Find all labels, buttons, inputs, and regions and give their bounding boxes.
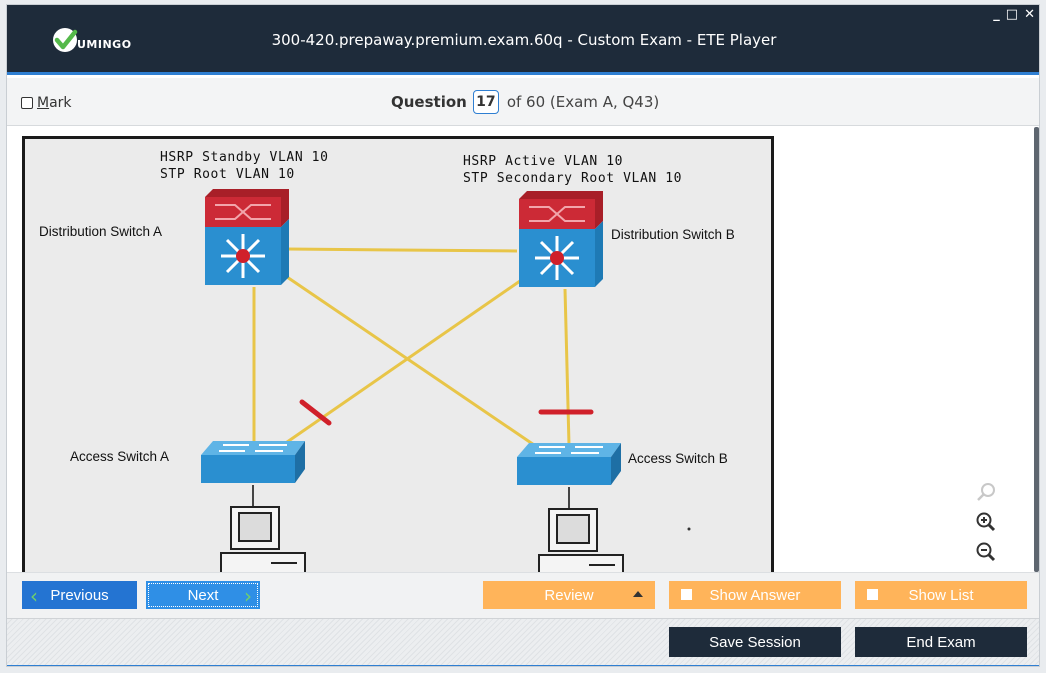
review-button[interactable]: Review [483,581,655,609]
content-scrollbar[interactable] [1034,127,1039,572]
network-topology-drawing [201,189,691,572]
review-label: Review [544,586,594,604]
show-list-button[interactable]: Show List [855,581,1027,609]
app-window: UMINGO 300-420.prepaway.premium.exam.60q… [6,4,1040,667]
previous-label: Previous [50,586,109,604]
chevron-right-icon: › [244,584,252,608]
show-answer-button[interactable]: Show Answer [669,581,841,609]
distribution-switch-b-icon [519,191,603,287]
mark-label[interactable]: Mark [37,95,72,111]
question-total: of 60 (Exam A, Q43) [506,93,660,111]
next-button[interactable]: Next › [146,581,260,609]
show-list-checkbox[interactable] [867,589,878,600]
checkmark-logo-icon [53,28,78,52]
question-content: HSRP Standby VLAN 10 STP Root VLAN 10 HS… [7,127,1039,572]
search-icon[interactable] [973,479,999,505]
save-session-button[interactable]: Save Session [669,627,841,657]
dist-b-label: Distribution Switch B [611,227,735,242]
zoom-in-icon[interactable] [973,509,999,535]
question-word: Question [391,93,467,111]
show-answer-label: Show Answer [709,586,801,604]
maximize-button[interactable]: □ [1005,7,1019,22]
previous-button[interactable]: ‹ Previous [22,581,137,609]
access-switch-a-icon [201,441,305,483]
next-label: Next [187,586,219,604]
bottom-bar: Save Session End Exam [7,618,1039,666]
question-info: Question 17 of 60 (Exam A, Q43) [391,90,659,114]
link-dist-a-dist-b [286,247,518,253]
question-number-input[interactable]: 17 [472,90,499,114]
close-button[interactable]: ✕ [1024,7,1035,22]
distribution-switch-a-icon [205,189,289,285]
network-diagram: HSRP Standby VLAN 10 STP Root VLAN 10 HS… [22,136,774,572]
link-dist-a-access-b [286,275,541,451]
show-list-label: Show List [908,586,974,604]
question-bar: Mark Question 17 of 60 (Exam A, Q43) [7,78,1039,126]
host-a-computer-icon [220,506,306,572]
caret-up-icon [633,591,643,597]
link-dist-b-access-a [276,279,521,451]
mark-checkbox[interactable]: Mark [21,95,72,111]
window-controls: _ □ ✕ [993,7,1035,22]
vumingo-logo: UMINGO [51,25,132,55]
logo-text: UMINGO [77,37,132,51]
zoom-tools [973,479,999,565]
end-exam-button[interactable]: End Exam [855,627,1027,657]
dist-a-label: Distribution Switch A [39,224,163,239]
blocked-port-access-a [299,399,332,426]
access-a-label: Access Switch A [70,449,170,464]
chevron-left-icon: ‹ [30,584,38,608]
navigation-bar: ‹ Previous Next › Review Show Answer Sho… [7,572,1039,618]
show-answer-checkbox[interactable] [681,589,692,600]
right-switch-header: HSRP Active VLAN 10 STP Secondary Root V… [463,154,683,186]
mark-checkbox-box[interactable] [21,97,33,109]
left-switch-header: HSRP Standby VLAN 10 STP Root VLAN 10 [160,150,329,182]
window-title: 300-420.prepaway.premium.exam.60q - Cust… [271,31,777,49]
access-switch-b-icon [517,443,621,485]
host-b-computer-icon [538,508,624,572]
title-bar: UMINGO 300-420.prepaway.premium.exam.60q… [7,5,1039,75]
link-dist-b-access-b [563,288,571,446]
minimize-button[interactable]: _ [993,7,1000,22]
access-b-label: Access Switch B [628,451,728,466]
zoom-out-icon[interactable] [973,539,999,565]
